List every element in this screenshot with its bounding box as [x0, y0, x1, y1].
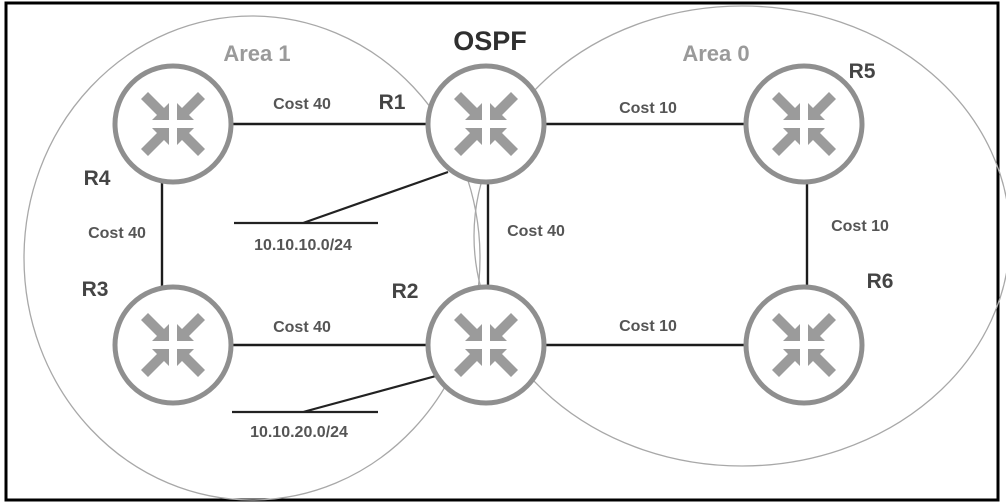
network-label-r1: 10.10.10.0/24: [254, 237, 352, 254]
router-label-r4: R4: [84, 167, 111, 190]
network-label-r2: 10.10.20.0/24: [250, 424, 348, 441]
cost-label-r4-r3: Cost 40: [88, 225, 146, 242]
router-label-r2: R2: [392, 280, 419, 303]
diagram-title: OSPF: [453, 26, 527, 56]
router-label-r6: R6: [867, 270, 894, 293]
diagram-border: [4, 1, 1000, 502]
network-stub-r1: [234, 170, 449, 225]
cost-label-r3-r2: Cost 40: [273, 319, 331, 336]
router-label-r3: R3: [82, 278, 109, 301]
router-label-r1: R1: [379, 91, 406, 114]
cost-label-r5-r6: Cost 10: [831, 218, 889, 235]
cost-label-r4-r1: Cost 40: [273, 96, 331, 113]
cost-label-r2-r6: Cost 10: [619, 318, 677, 335]
router-r5: [743, 63, 865, 185]
area-1-circle: [23, 15, 481, 501]
router-label-r5: R5: [849, 60, 876, 83]
router-r2: [425, 284, 547, 406]
cost-label-r1-r5: Cost 10: [619, 100, 677, 117]
area-0-circle: [473, 5, 1006, 467]
area-0-label: Area 0: [682, 41, 749, 66]
router-r1: [425, 63, 547, 185]
network-stub-r2: [232, 371, 448, 414]
area-1-label: Area 1: [223, 41, 290, 66]
cost-label-r1-r2: Cost 40: [507, 223, 565, 240]
router-r4: [112, 63, 234, 185]
router-r3: [112, 284, 234, 406]
router-r6: [743, 284, 865, 406]
